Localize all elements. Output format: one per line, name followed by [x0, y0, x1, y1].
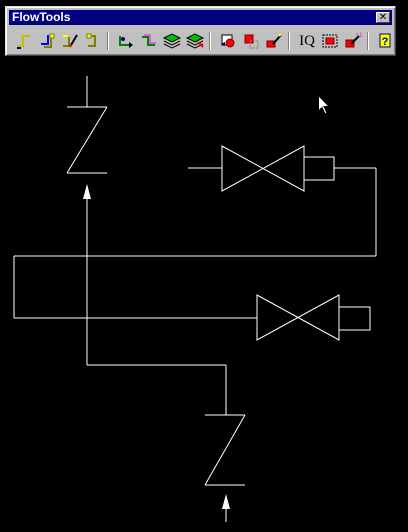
upper-gate-valve[interactable] [188, 145, 376, 192]
iq-tool-label: IQ [299, 33, 315, 49]
toolbar-separator [288, 32, 290, 50]
toolbar-button-row: IQ ? [13, 30, 391, 52]
close-button[interactable]: ✕ [376, 12, 390, 23]
lower-check-valve-symbol[interactable] [204, 414, 246, 522]
flow-arrow-icon[interactable] [115, 30, 137, 52]
pipe-edit-icon[interactable] [59, 30, 81, 52]
upper-check-valve-symbol[interactable] [66, 76, 108, 174]
layer-stack-icon[interactable] [161, 30, 183, 52]
lower-check-valve-diagonal [204, 414, 246, 486]
pipe-route-icon[interactable] [13, 30, 35, 52]
toolbar-separator [107, 32, 109, 50]
lower-flow-arrow [222, 494, 230, 509]
flow-line-left[interactable] [86, 196, 227, 415]
flow-direction-icon[interactable] [138, 30, 160, 52]
upper-flow-arrow [83, 184, 91, 199]
attribute-edit-icon[interactable] [263, 30, 285, 52]
upper-gate-valve-body [221, 145, 305, 192]
toolbar-title: FlowTools [12, 10, 71, 24]
lower-gate-valve-actuator [338, 306, 371, 331]
iq-tool[interactable]: IQ [296, 30, 318, 52]
toolbar-separator [209, 32, 211, 50]
layer-edit-icon[interactable] [184, 30, 206, 52]
valve-remove-icon[interactable] [240, 30, 262, 52]
select-window-icon[interactable] [319, 30, 341, 52]
lower-gate-valve-body [256, 294, 340, 341]
upper-gate-valve-actuator [303, 156, 335, 181]
lower-gate-valve[interactable] [256, 294, 371, 341]
valve-insert-icon[interactable] [217, 30, 239, 52]
svg-text:?: ? [382, 36, 389, 48]
flowtools-toolbar-window[interactable]: FlowTools ✕ [5, 6, 396, 56]
help-icon[interactable]: ? [375, 30, 397, 52]
pipe-branch-icon[interactable] [36, 30, 58, 52]
toolbar-titlebar[interactable]: FlowTools ✕ [9, 10, 392, 25]
magic-wand-icon[interactable] [342, 30, 364, 52]
mouse-cursor-icon [318, 95, 331, 115]
toolbar-separator [367, 32, 369, 50]
loop-line[interactable] [13, 168, 377, 319]
pipe-end-icon[interactable] [82, 30, 104, 52]
upper-check-valve-diagonal [66, 106, 108, 174]
